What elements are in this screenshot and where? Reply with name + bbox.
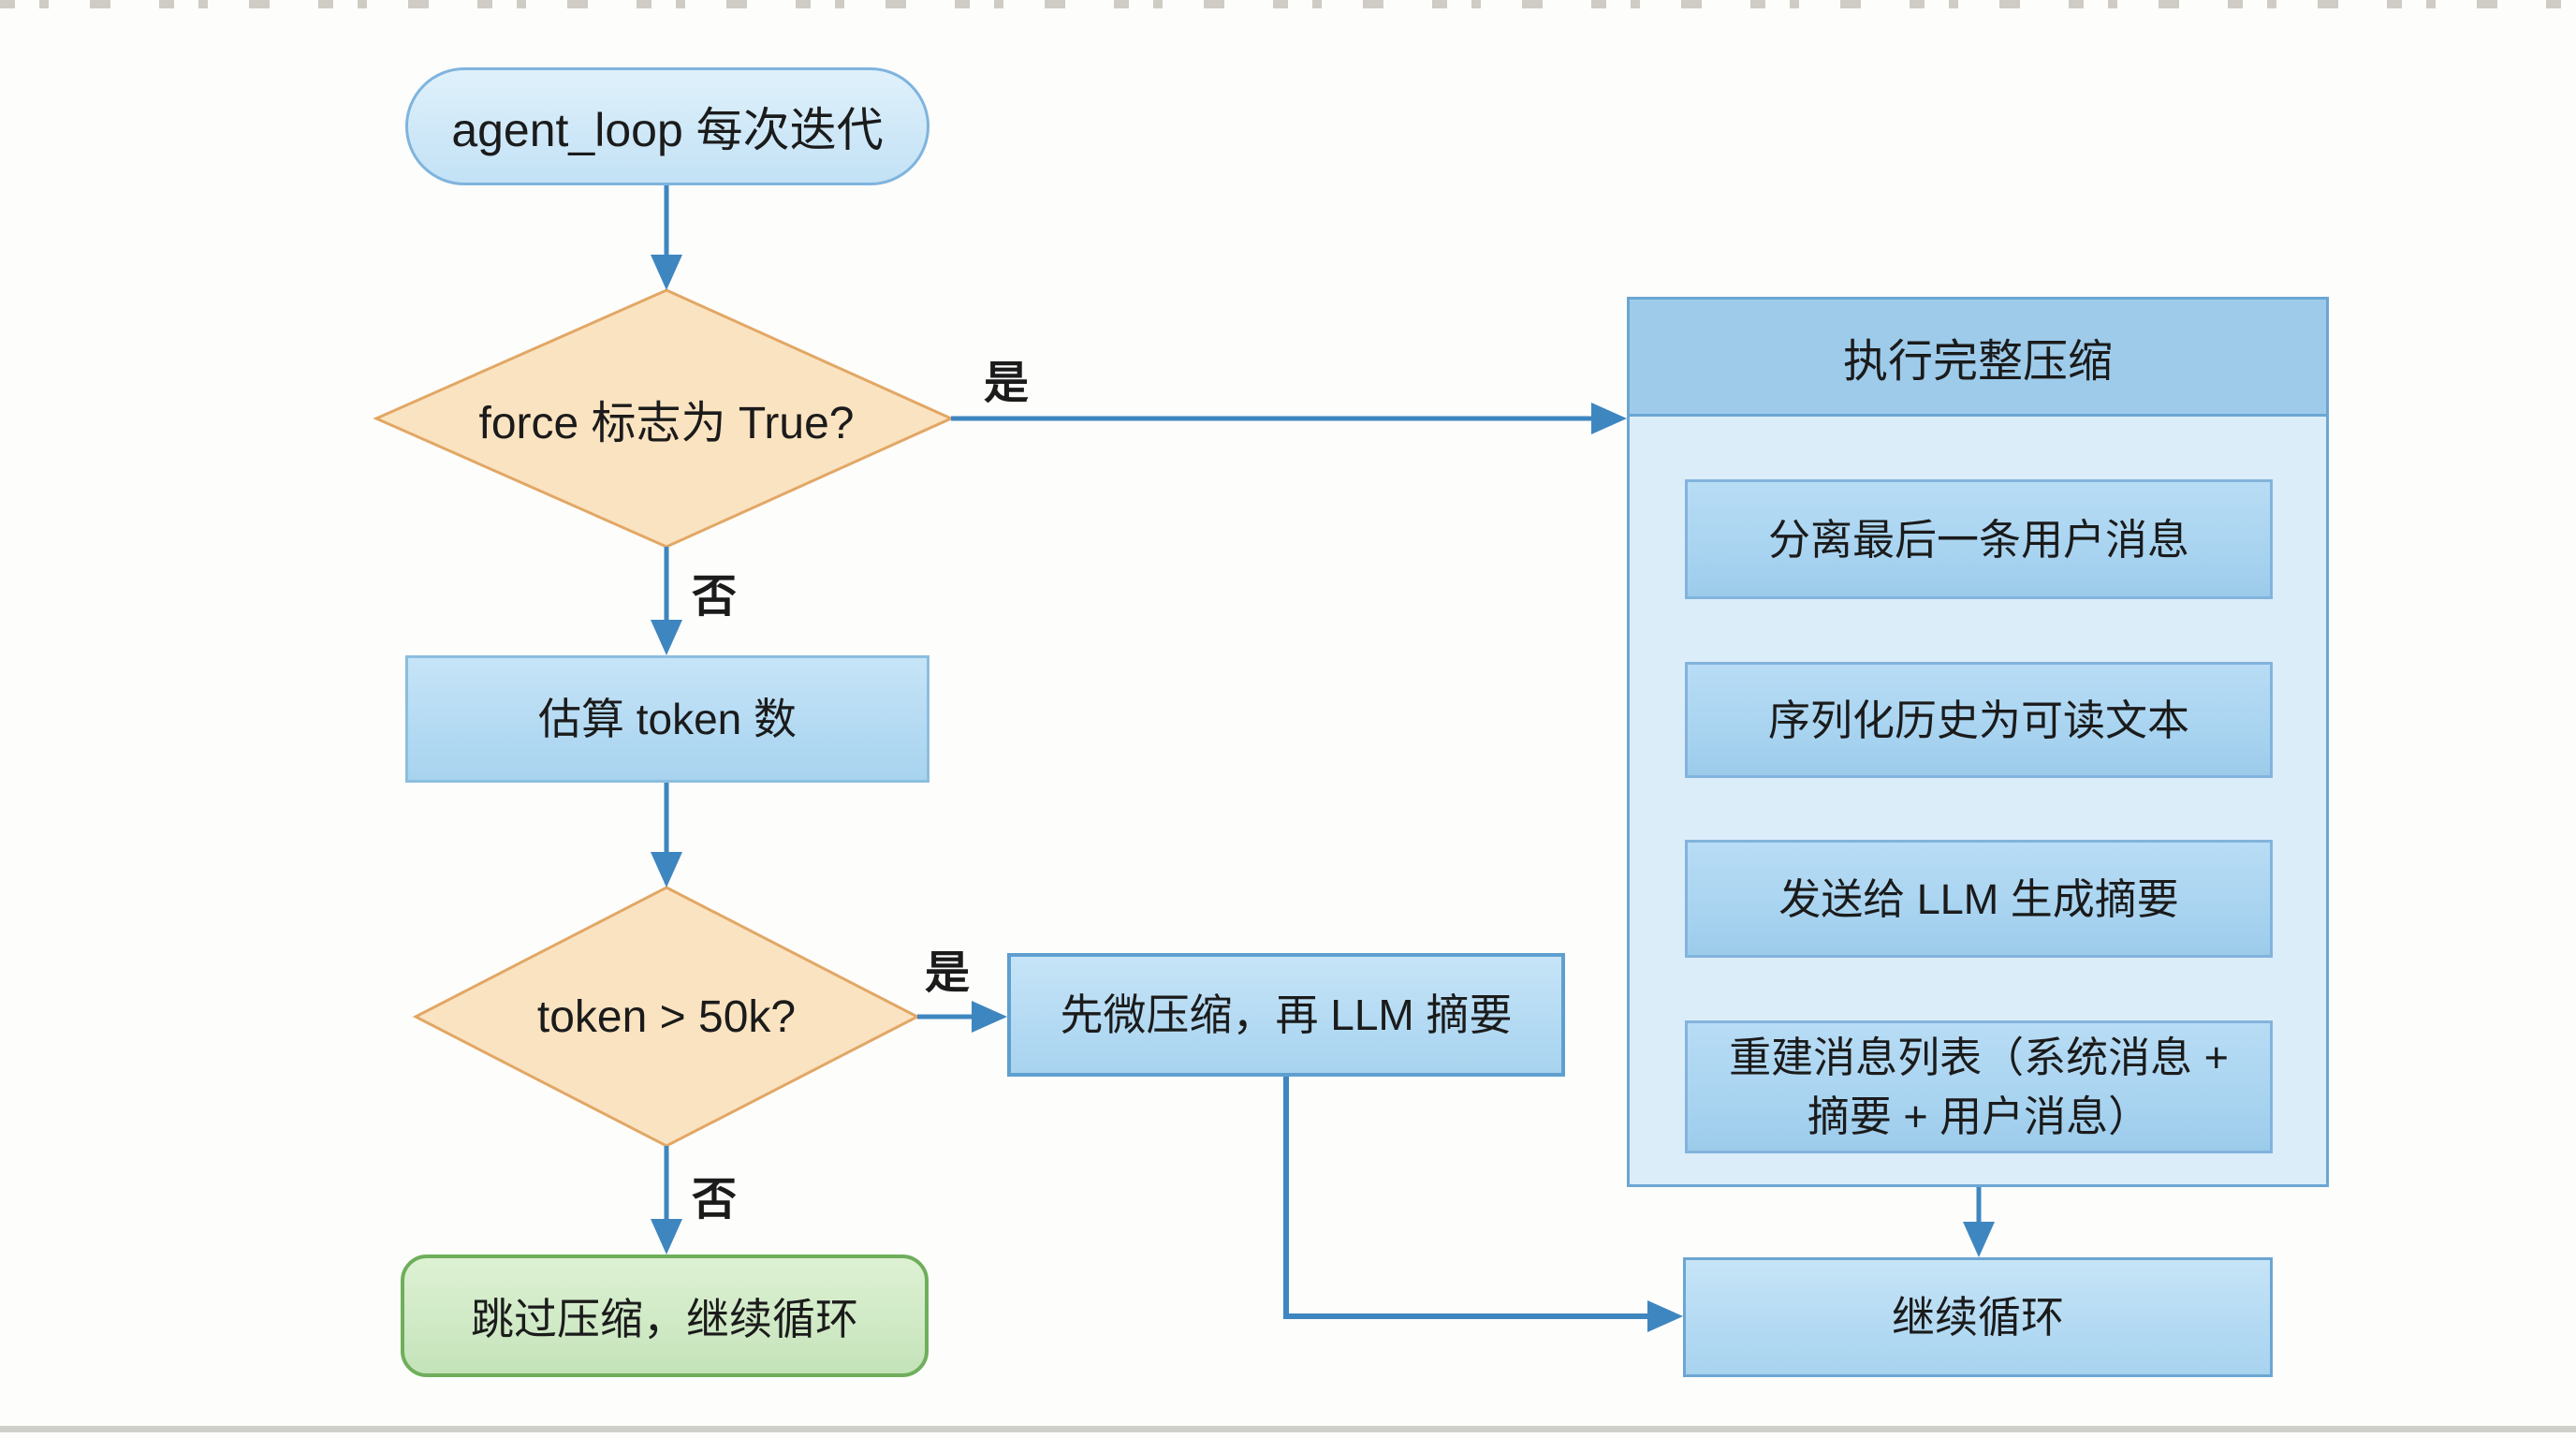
skip-compress-label: 跳过压缩，继续循环 xyxy=(471,1294,858,1343)
full-compress-header: 执行完整压缩 xyxy=(1627,297,2329,417)
edge-label-tokens-yes: 是 xyxy=(924,948,970,998)
decision-force-label: force 标志为 True? xyxy=(478,399,855,448)
step-label: 重建消息列表（系统消息 + 摘要 + 用户消息） xyxy=(1729,1034,2229,1140)
micro-compress-label: 先微压缩，再 LLM 摘要 xyxy=(1060,990,1513,1039)
step-label: 序列化历史为可读文本 xyxy=(1767,696,2189,744)
step-separate-user-message: 分离最后一条用户消息 xyxy=(1685,479,2273,599)
step-rebuild-message-list: 重建消息列表（系统消息 + 摘要 + 用户消息） xyxy=(1685,1020,2273,1153)
arrowhead-down xyxy=(651,852,682,888)
arrowhead-right xyxy=(972,1001,1007,1033)
step-label: 发送给 LLM 生成摘要 xyxy=(1778,874,2179,923)
arrowhead-down xyxy=(1963,1222,1995,1257)
arrowhead-right xyxy=(1647,1300,1683,1332)
continue-loop-node: 继续循环 xyxy=(1683,1257,2273,1377)
edge-label-tokens-no: 否 xyxy=(691,1175,737,1225)
estimate-tokens-node: 估算 token 数 xyxy=(405,655,929,783)
decision-tokens-label: token > 50k? xyxy=(536,991,797,1042)
arrowhead-right xyxy=(1591,403,1627,434)
continue-loop-label: 继续循环 xyxy=(1892,1292,2064,1342)
edge-label-force-yes: 是 xyxy=(983,359,1029,408)
step-label: 分离最后一条用户消息 xyxy=(1767,515,2189,564)
arrowhead-down xyxy=(651,1219,682,1255)
start-node-label: agent_loop 每次迭代 xyxy=(451,104,884,156)
arrowhead-down xyxy=(651,255,682,290)
arrowhead-down xyxy=(651,620,682,655)
full-compress-title: 执行完整压缩 xyxy=(1842,337,2113,387)
bottom-edge-line xyxy=(0,1426,2576,1432)
skip-compress-node: 跳过压缩，继续循环 xyxy=(401,1255,929,1377)
step-serialize-history: 序列化历史为可读文本 xyxy=(1685,662,2273,778)
estimate-tokens-label: 估算 token 数 xyxy=(537,694,798,743)
micro-compress-node: 先微压缩，再 LLM 摘要 xyxy=(1007,953,1565,1077)
edge-label-force-no: 否 xyxy=(691,572,737,622)
start-node: agent_loop 每次迭代 xyxy=(405,67,929,185)
step-send-llm-summary: 发送给 LLM 生成摘要 xyxy=(1685,840,2273,958)
edge-micro-to-continue xyxy=(1283,1077,1655,1319)
top-edge-artifact xyxy=(0,0,2576,8)
